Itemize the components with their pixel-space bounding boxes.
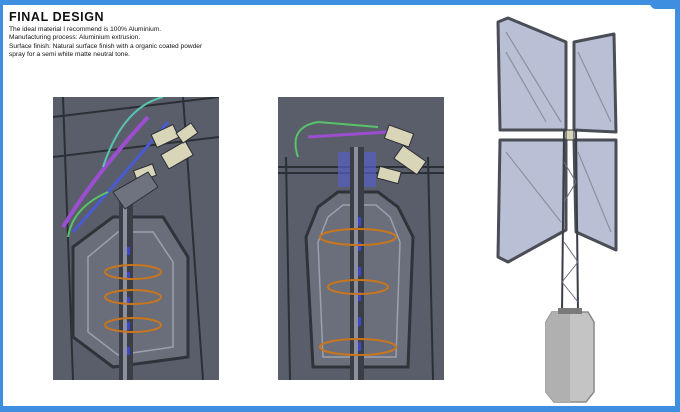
description-line: Manufacturing process: Aluminium extrusi… [9, 34, 141, 42]
description-line: Surface finish: Natural surface finish w… [9, 42, 203, 50]
frame-bottom-border [0, 406, 680, 412]
design-description: The ideal material I recommend is 100% A… [9, 26, 309, 60]
page-title: FINAL DESIGN [9, 10, 105, 24]
render-tower-body [278, 97, 444, 380]
render-full-structure [486, 12, 636, 404]
frame-top-border [0, 0, 670, 5]
frame-corner-accent [650, 0, 680, 9]
render-closeup-joint [53, 97, 219, 380]
description-line: The ideal material I recommend is 100% A… [9, 26, 162, 33]
panel-bottom-left [496, 138, 568, 264]
description-line: spray for a semi white matte neutral ton… [9, 51, 130, 59]
frame-right-border [675, 0, 680, 412]
frame-left-border [0, 0, 3, 412]
panel-top-right [572, 32, 618, 134]
